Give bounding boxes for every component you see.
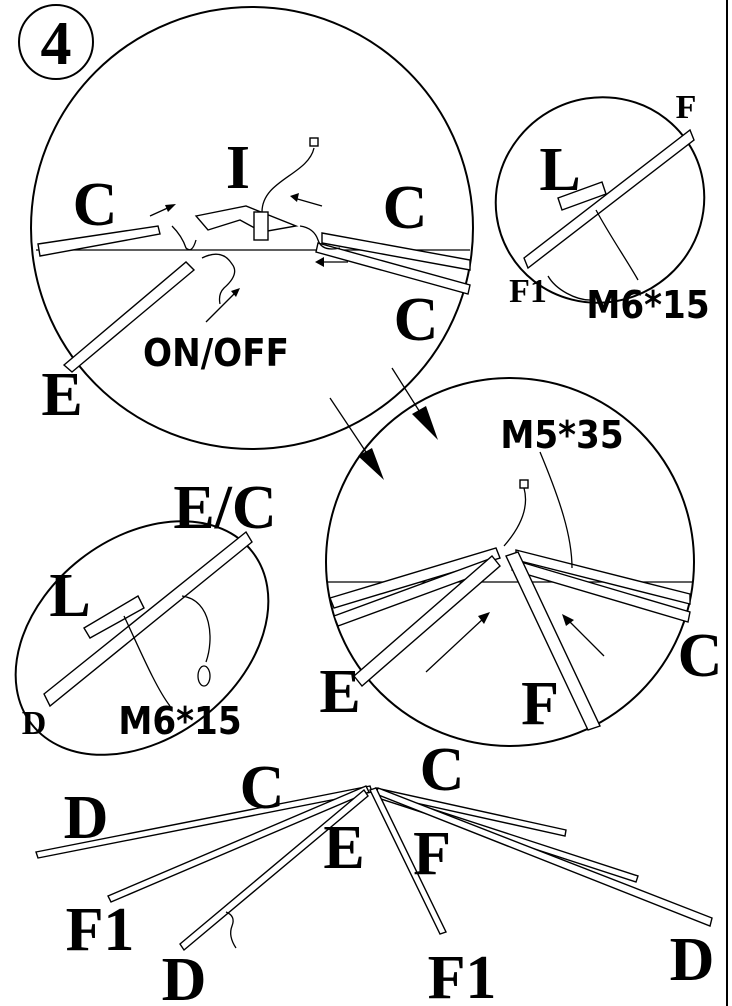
label-e-circle: E (319, 658, 360, 726)
label-c-bottom-right: C (420, 736, 465, 804)
label-d-mid: D (22, 705, 47, 742)
label-f-circle: F (521, 670, 559, 738)
label-e-c: E/C (173, 474, 276, 542)
label-c-lower-right: C (394, 286, 439, 354)
transition-arrows (329, 367, 438, 480)
label-m6-15-top: M6*15 (586, 283, 709, 327)
bottom-assembly: D C C E F F1 F1 D D (35, 736, 715, 1006)
label-l-mid: L (49, 562, 90, 630)
label-i: I (226, 134, 250, 202)
step-number: 4 (41, 10, 72, 78)
label-l: L (539, 136, 580, 204)
label-f: F (676, 89, 697, 126)
label-f1: F1 (509, 273, 547, 310)
label-f1-left: F1 (66, 896, 135, 964)
label-d-right: D (670, 926, 715, 994)
label-c-right: C (383, 174, 428, 242)
label-on-off: ON/OFF (143, 331, 289, 375)
label-d-bottom: D (162, 946, 207, 1006)
label-f1-center: F1 (428, 944, 497, 1006)
top-detail-circle: C I C C E ON/OFF (30, 6, 474, 450)
label-e-bottom: E (323, 814, 364, 882)
middle-left-detail-ellipse: E/C L D M6*15 (14, 474, 277, 756)
top-right-detail-ellipse: F L F1 M6*15 (494, 89, 710, 327)
step-badge: 4 (18, 4, 94, 80)
label-c-left: C (73, 171, 118, 239)
middle-right-detail-circle: M5*35 E F C (319, 377, 723, 747)
label-c-bottom-left: C (240, 754, 285, 822)
label-d-left: D (64, 784, 109, 852)
label-c-circle: C (678, 622, 723, 690)
label-m5-35: M5*35 (500, 413, 623, 457)
label-m6-15-mid: M6*15 (118, 699, 241, 743)
label-e: E (41, 361, 82, 429)
label-f-bottom: F (413, 820, 451, 888)
